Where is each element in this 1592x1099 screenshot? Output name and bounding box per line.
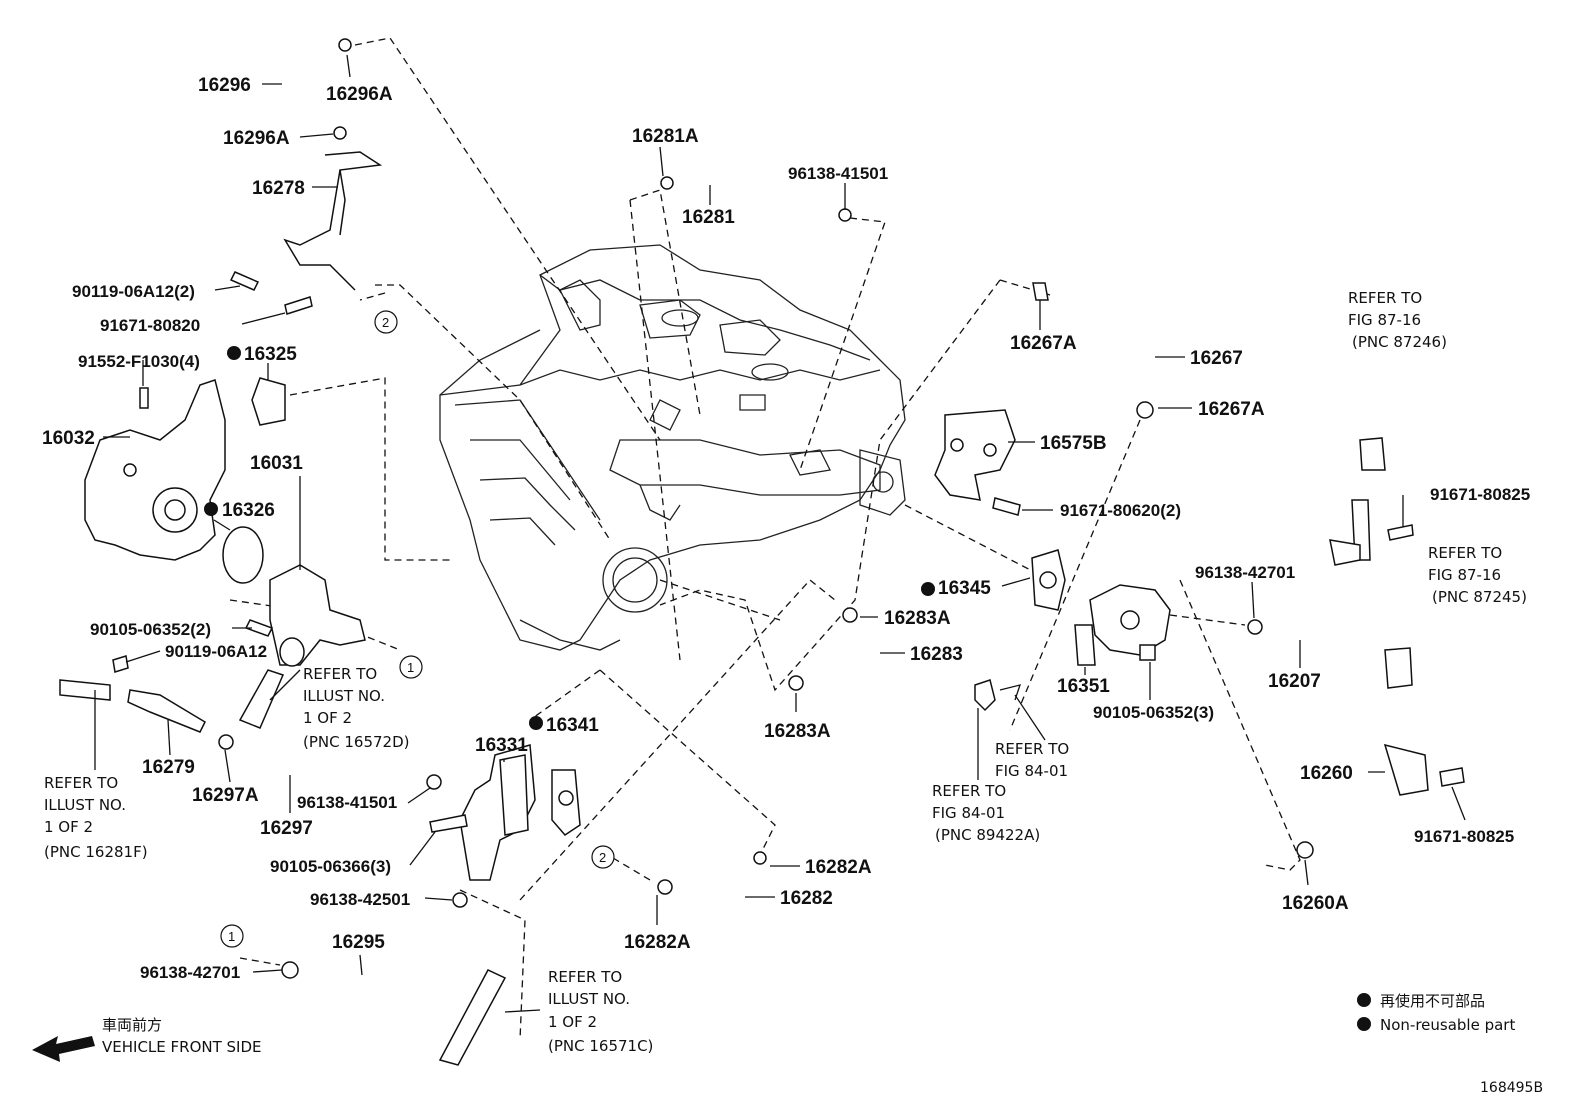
marker-1b: 1 <box>228 929 235 944</box>
circled-markers: 2 1 1 2 <box>220 310 615 948</box>
ref-87246-line3: (PNC 87246) <box>1352 333 1447 351</box>
ref-89422A-line1: REFER TO <box>932 782 1006 800</box>
label-16326: 16326 <box>222 500 275 521</box>
label-16325: 16325 <box>244 344 297 365</box>
diagram-id: 168495B <box>1480 1080 1543 1096</box>
ref-16281F-line2: ILLUST NO. <box>44 796 126 814</box>
label-16267: 16267 <box>1190 348 1243 369</box>
label-91671-80825: 91671-80825 <box>1414 827 1514 846</box>
label-16282A-bottom: 16282A <box>624 932 691 953</box>
part-shapes <box>59 38 1537 1066</box>
front-label-jp: 車両前方 <box>102 1016 162 1034</box>
label-96138-42501: 96138-42501 <box>310 890 410 909</box>
ref-89422A-line2: FIG 84-01 <box>932 804 1005 822</box>
front-label-en: VEHICLE FRONT SIDE <box>102 1038 262 1056</box>
label-16278: 16278 <box>252 178 305 199</box>
label-96138-42701: 96138-42701 <box>140 963 240 982</box>
ref-87245-line3: (PNC 87245) <box>1432 588 1527 606</box>
legend-non-reusable-jp: 再使用不可部品 <box>1380 992 1485 1010</box>
label-16297A: 16297A <box>192 785 259 806</box>
label-16279: 16279 <box>142 757 195 778</box>
label-90105-06366-3: 90105-06366(3) <box>270 857 391 876</box>
marker-2b: 2 <box>599 850 606 865</box>
label-16282A: 16282A <box>805 857 872 878</box>
ref-87245-line1: REFER TO <box>1428 544 1502 562</box>
ref-84-01-line2: FIG 84-01 <box>995 762 1068 780</box>
label-16345: 16345 <box>938 578 991 599</box>
label-96138-41501-top: 96138-41501 <box>788 164 888 183</box>
label-16296A-top: 16296A <box>326 84 393 105</box>
label-16260: 16260 <box>1300 763 1353 784</box>
label-16281: 16281 <box>682 207 735 228</box>
ref-16571C-line1: REFER TO <box>548 968 622 986</box>
label-16282: 16282 <box>780 888 833 909</box>
label-91671-80825-top: 91671-80825 <box>1430 485 1530 504</box>
ref-16571C-line4: (PNC 16571C) <box>548 1037 653 1055</box>
ref-87246-line2: FIG 87-16 <box>1348 311 1421 329</box>
label-16260A: 16260A <box>1282 893 1349 914</box>
label-16283: 16283 <box>910 644 963 665</box>
label-16296: 16296 <box>198 75 251 96</box>
ref-84-01-line1: REFER TO <box>995 740 1069 758</box>
label-16283A: 16283A <box>884 608 951 629</box>
label-16267A-top: 16267A <box>1010 333 1077 354</box>
ref-16281F-line3: 1 OF 2 <box>44 818 93 836</box>
label-91671-80620-2: 91671-80620(2) <box>1060 501 1181 520</box>
ref-16281F-line1: REFER TO <box>44 774 118 792</box>
legend: 再使用不可部品 Non-reusable part 168495B <box>1380 992 1543 1096</box>
label-16032: 16032 <box>42 428 95 449</box>
ref-16571C-line2: ILLUST NO. <box>548 990 630 1008</box>
label-16331: 16331 <box>475 735 528 756</box>
front-arrow-icon <box>32 1036 95 1062</box>
label-96138-42701-right: 96138-42701 <box>1195 563 1295 582</box>
label-16031: 16031 <box>250 453 303 474</box>
label-90105-06352-3: 90105-06352(3) <box>1093 703 1214 722</box>
label-16283A-bottom: 16283A <box>764 721 831 742</box>
label-16341: 16341 <box>546 715 599 736</box>
leader-lines <box>94 54 1466 1013</box>
label-90105-06352-2: 90105-06352(2) <box>90 620 211 639</box>
ref-16572D-line2: ILLUST NO. <box>303 687 385 705</box>
ref-87245-line2: FIG 87-16 <box>1428 566 1501 584</box>
marker-1: 1 <box>407 660 414 675</box>
ref-16572D-line4: (PNC 16572D) <box>303 733 409 751</box>
engine-block-illustration <box>439 244 906 651</box>
non-reusable-dots <box>204 346 1371 1031</box>
ref-16571C-line3: 1 OF 2 <box>548 1013 597 1031</box>
label-16267A: 16267A <box>1198 399 1265 420</box>
label-16295: 16295 <box>332 932 385 953</box>
ref-89422A-line3: (PNC 89422A) <box>935 826 1040 844</box>
label-16207: 16207 <box>1268 671 1321 692</box>
label-96138-41501: 96138-41501 <box>297 793 397 812</box>
ref-16281F-line4: (PNC 16281F) <box>44 843 148 861</box>
label-90119-06A12: 90119-06A12 <box>165 642 267 661</box>
legend-non-reusable-en: Non-reusable part <box>1380 1016 1515 1034</box>
marker-2: 2 <box>382 315 389 330</box>
reference-notes: REFER TO ILLUST NO. 1 OF 2 (PNC 16572D) … <box>44 289 1527 1055</box>
label-16351: 16351 <box>1057 676 1110 697</box>
ref-16572D-line3: 1 OF 2 <box>303 709 352 727</box>
label-16575B: 16575B <box>1040 433 1107 454</box>
label-16297: 16297 <box>260 818 313 839</box>
ref-87246-line1: REFER TO <box>1348 289 1422 307</box>
label-16281A: 16281A <box>632 126 699 147</box>
label-91671-80820: 91671-80820 <box>100 316 200 335</box>
label-91552-F1030-4: 91552-F1030(4) <box>78 352 200 371</box>
label-90119-06A12-2: 90119-06A12(2) <box>72 282 195 301</box>
label-16296A: 16296A <box>223 128 290 149</box>
part-number-labels: 16296 16296A 16296A 16278 90119-06A12(2)… <box>42 75 1530 982</box>
ref-16572D-line1: REFER TO <box>303 665 377 683</box>
vehicle-front-indicator: 車両前方 VEHICLE FRONT SIDE <box>32 1016 262 1062</box>
